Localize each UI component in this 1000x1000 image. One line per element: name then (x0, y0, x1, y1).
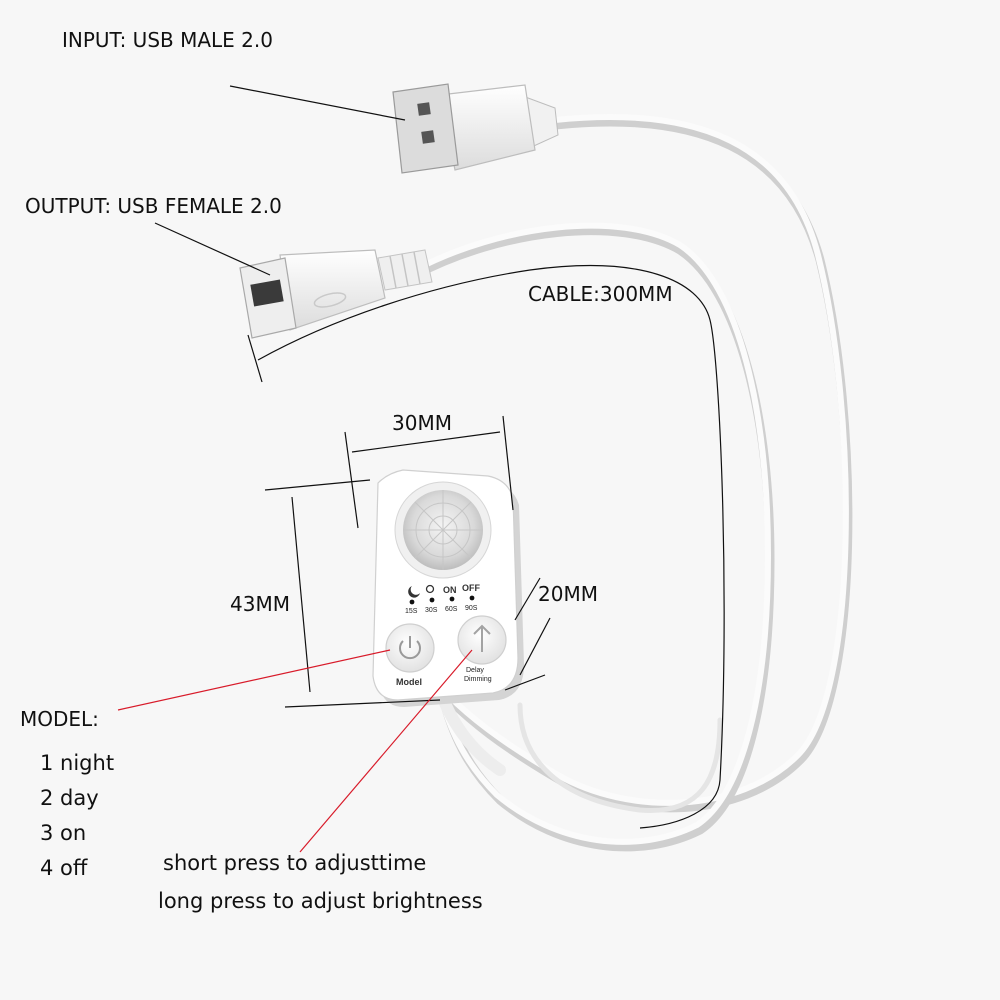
short-press-note: short press to adjusttime (163, 851, 427, 875)
output-leader (154, 222, 271, 276)
indicator-on-label: ON (443, 585, 457, 595)
cable-inner-loop (517, 702, 723, 813)
cable-shadow (445, 117, 853, 813)
dimension-lines (154, 85, 725, 829)
output-label: OUTPUT: USB FEMALE 2.0 (25, 194, 282, 218)
cable-dimension-line (257, 265, 725, 829)
model-mode-3: 3 on (40, 821, 87, 845)
usb-male-hole-2 (421, 130, 435, 144)
cable-main-2 (412, 222, 772, 845)
pir-sensor-device: ON OFF 15S 30S 60S 90S Model Delay Di (372, 469, 524, 707)
usb-male-plug (392, 83, 559, 174)
moon-icon (408, 586, 420, 598)
cable-main (445, 114, 849, 806)
sun-icon (425, 584, 435, 594)
model-mode-list: 1 night 2 day 3 on 4 off (40, 752, 114, 892)
depth-tick (504, 674, 546, 691)
delay-label: Delay (466, 667, 484, 674)
input-label: INPUT: USB MALE 2.0 (62, 28, 273, 52)
indicator-off-label: OFF (462, 583, 480, 593)
model-heading: MODEL: (20, 707, 99, 731)
width-tick-right (502, 415, 514, 511)
cable-dimension-tick (247, 334, 263, 383)
usb-female-socket (239, 249, 433, 339)
press-callout-line (299, 649, 473, 853)
model-callout-line (117, 649, 391, 711)
usb-male-connector (392, 83, 459, 174)
model-mode-4: 4 off (40, 856, 88, 880)
long-press-note: long press to adjust brightness (158, 889, 483, 913)
pir-lens-facets (403, 490, 483, 570)
model-button-label: Model (396, 677, 422, 687)
indicator-15s: 15S (405, 608, 418, 615)
depth-dimension-line-2 (519, 617, 551, 676)
led-dot-3 (449, 596, 455, 602)
model-mode-1: 1 night (40, 751, 115, 775)
height-tick-top (264, 479, 371, 491)
led-dot-4 (469, 595, 475, 601)
dimming-label: Dimming (464, 676, 492, 683)
cable-length-label: CABLE:300MM (528, 282, 673, 306)
model-mode-2: 2 day (40, 786, 99, 810)
height-label: 43MM (230, 592, 290, 616)
height-tick-bottom (284, 699, 441, 708)
usb-female-slot (250, 279, 284, 307)
width-tick-left (344, 431, 359, 529)
depth-dimension-line (514, 577, 541, 621)
arrow-up-icon (473, 624, 491, 652)
width-dimension-line (351, 431, 501, 453)
indicator-90s: 90S (465, 605, 478, 612)
width-label: 30MM (392, 411, 452, 435)
indicator-60s: 60S (445, 606, 458, 613)
height-dimension-line (291, 496, 311, 693)
indicator-30s: 30S (425, 607, 438, 614)
led-dot-2 (429, 597, 435, 603)
callout-lines (117, 649, 473, 853)
depth-label: 20MM (538, 582, 598, 606)
usb-male-hole-1 (417, 102, 431, 116)
input-leader (229, 85, 406, 121)
usb-female-body (279, 249, 386, 331)
usb-logo-mark (313, 292, 347, 308)
power-icon (399, 636, 421, 660)
led-dot-1 (409, 599, 415, 605)
